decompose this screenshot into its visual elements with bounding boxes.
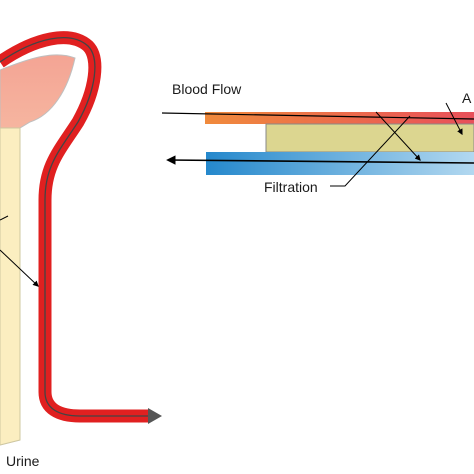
vessel-center-line [0, 37, 150, 417]
blood-flow-label: Blood Flow [172, 81, 242, 97]
top-right-partial-label: A [462, 90, 472, 106]
nephron-schematic: Urine [0, 31, 162, 469]
blood-flow-line [161, 112, 474, 120]
filtration-pointer [330, 115, 411, 187]
tubule-column [0, 127, 21, 446]
venous-bar [206, 152, 474, 175]
filtration-arrow-1 [375, 111, 421, 161]
filtration-schematic: Blood Flow Filtration A [161, 81, 474, 195]
filtration-label: Filtration [264, 179, 318, 195]
top-right-pointer [445, 102, 463, 136]
filter-block [265, 123, 474, 153]
pointer-line-1 [0, 215, 9, 221]
vessel-exit-arrow-icon [148, 408, 162, 424]
return-flow-arrow-icon [166, 155, 474, 165]
pointer-line-2 [0, 249, 39, 287]
urine-label: Urine [6, 453, 40, 469]
